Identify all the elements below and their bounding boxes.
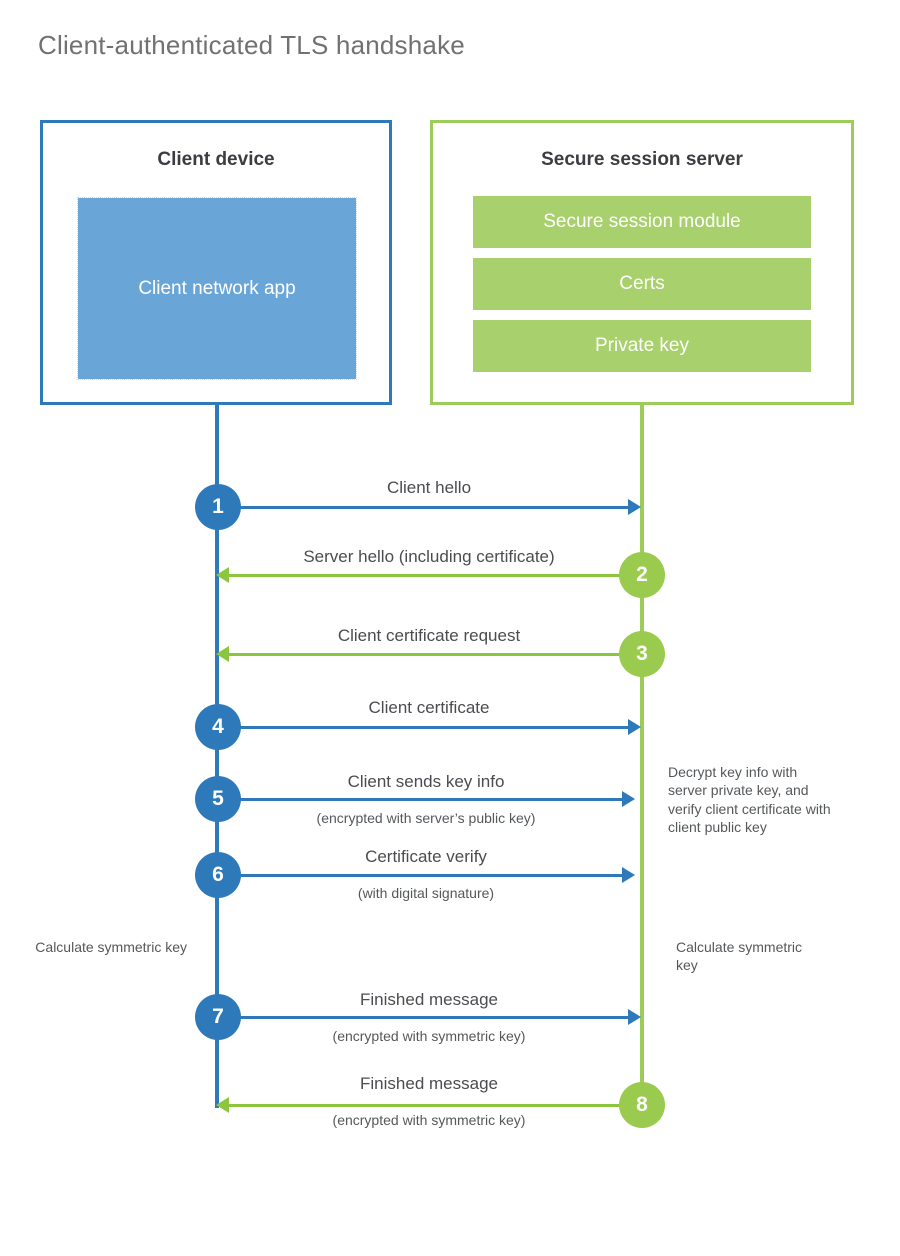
arrowhead-5-icon (622, 791, 635, 807)
arrowhead-3-icon (216, 646, 229, 662)
server-module-certs: Certs (473, 258, 811, 310)
server-module-private-key: Private key (473, 320, 811, 372)
step-badge-7: 7 (195, 994, 241, 1040)
step-badge-3: 3 (619, 631, 665, 677)
message-line-5 (217, 798, 623, 801)
step-badge-2: 2 (619, 552, 665, 598)
message-label-1: Client hello (386, 478, 472, 497)
step-badge-8: 8 (619, 1082, 665, 1128)
arrowhead-6-icon (622, 867, 635, 883)
client-device-box: Client device Client network app (40, 120, 392, 405)
arrowhead-8-icon (216, 1097, 229, 1113)
arrowhead-7-icon (628, 1009, 641, 1025)
message-line-4 (217, 726, 629, 729)
server-lifeline (640, 402, 644, 1108)
secure-session-server-title: Secure session server (541, 149, 743, 170)
server-module-list: Secure session module Certs Private key (473, 196, 811, 382)
client-lifeline (215, 402, 219, 1108)
message-label-3: Client certificate request (337, 626, 521, 645)
client-device-title: Client device (157, 149, 275, 170)
arrowhead-1-icon (628, 499, 641, 515)
message-label-4: Client certificate (368, 698, 490, 717)
note-server-decrypt: Decrypt key info with server private key… (668, 764, 831, 836)
message-sublabel-6: (with digital signature) (357, 885, 495, 901)
message-label-6: Certificate verify (365, 847, 487, 866)
message-line-7 (217, 1016, 629, 1019)
note-client-calculate-symmetric-key: Calculate symmetric key (35, 939, 187, 955)
step-badge-5: 5 (195, 776, 241, 822)
message-sublabel-7: (encrypted with symmetric key) (332, 1028, 526, 1044)
message-line-8 (229, 1104, 641, 1107)
message-line-6 (217, 874, 623, 877)
note-server-calculate-symmetric-key: Calculate symmetric key (676, 939, 803, 974)
message-sublabel-5: (encrypted with server’s public key) (316, 810, 536, 826)
message-label-8: Finished message (360, 1074, 498, 1093)
message-label-2: Server hello (including certificate) (303, 547, 555, 566)
step-badge-6: 6 (195, 852, 241, 898)
secure-session-server-box: Secure session server Secure session mod… (430, 120, 854, 405)
step-badge-1: 1 (195, 484, 241, 530)
arrowhead-4-icon (628, 719, 641, 735)
page-title: Client-authenticated TLS handshake (38, 30, 465, 60)
message-line-1 (217, 506, 629, 509)
message-line-2 (229, 574, 641, 577)
message-sublabel-8: (encrypted with symmetric key) (332, 1112, 526, 1128)
arrowhead-2-icon (216, 567, 229, 583)
message-line-3 (229, 653, 641, 656)
step-badge-4: 4 (195, 704, 241, 750)
client-network-app-box: Client network app (77, 197, 357, 380)
message-label-5: Client sends key info (347, 772, 505, 791)
server-module-secure-session: Secure session module (473, 196, 811, 248)
message-label-7: Finished message (360, 990, 498, 1009)
